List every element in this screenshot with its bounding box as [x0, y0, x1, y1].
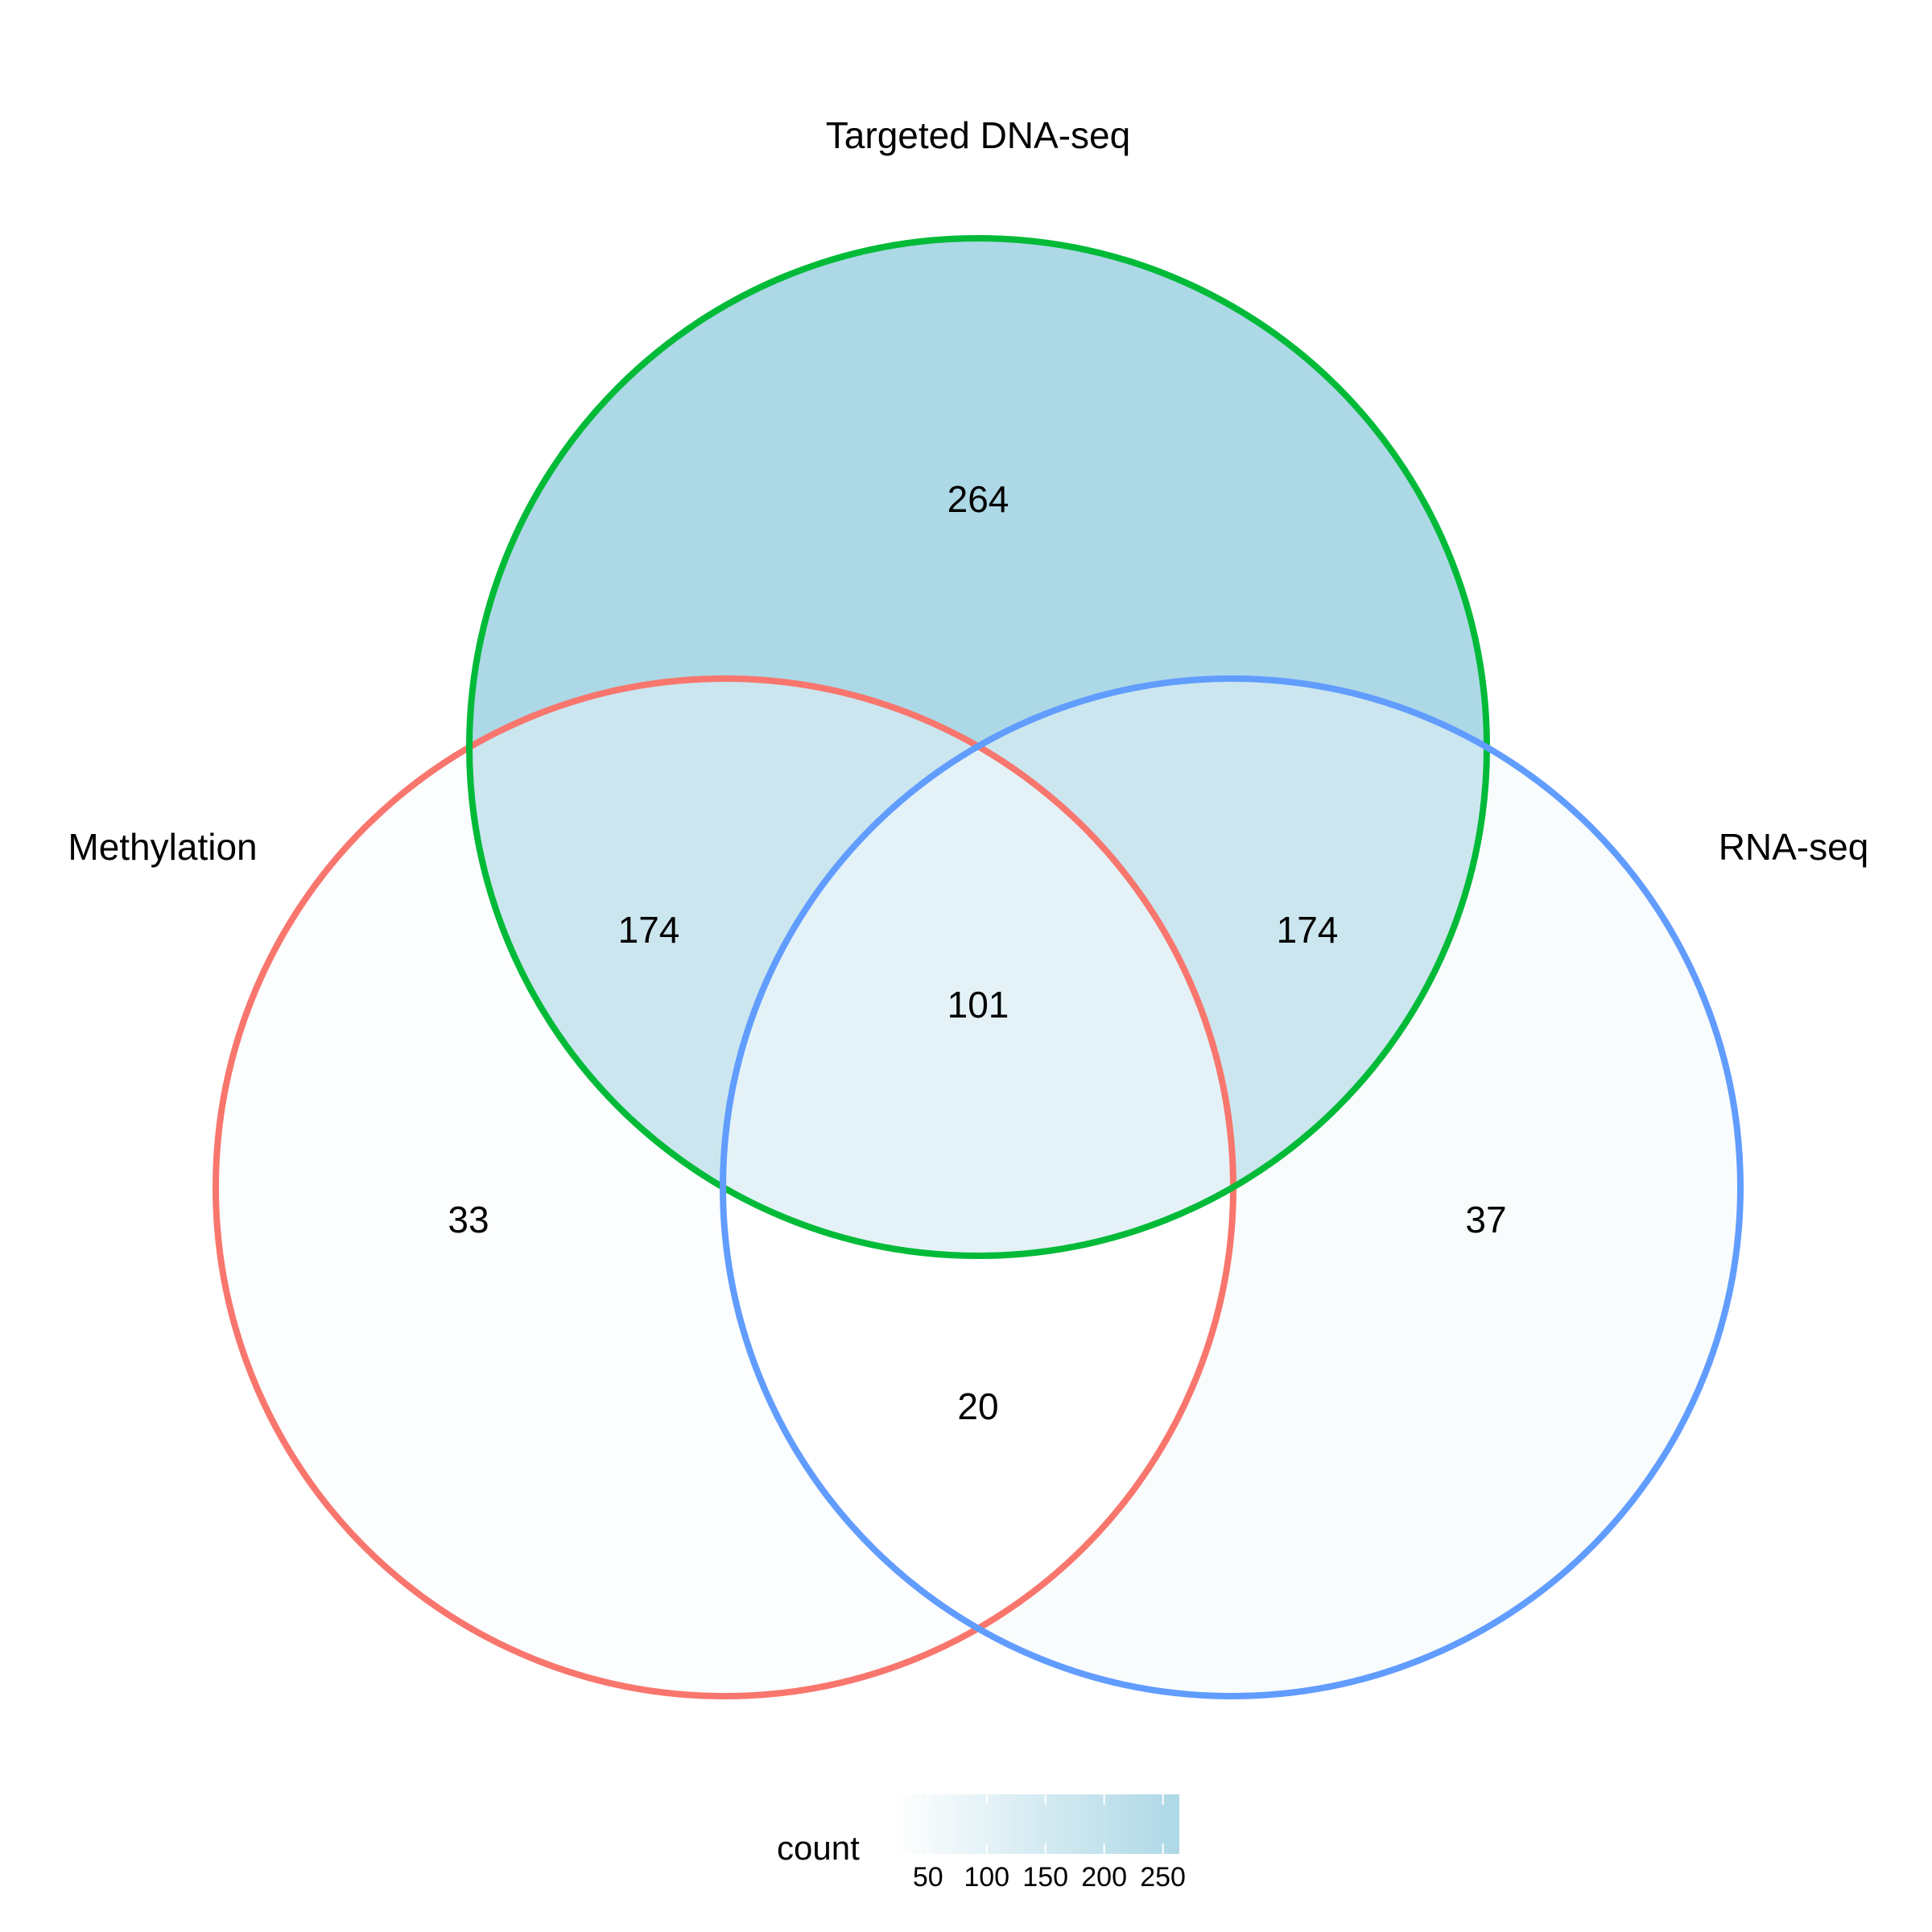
set-label-rna-seq: RNA-seq — [1719, 826, 1869, 868]
count-all-three: 101 — [947, 984, 1009, 1026]
legend-ticks: 50 100 150 200 250 — [913, 1794, 1186, 1893]
legend-tick-label-150: 150 — [1022, 1862, 1068, 1893]
legend: count 50 100 150 200 250 — [777, 1794, 1186, 1893]
region-fills — [216, 238, 1740, 1696]
legend-colorbar — [893, 1794, 1179, 1854]
legend-title: count — [777, 1829, 860, 1867]
legend-tick-label-50: 50 — [913, 1862, 943, 1893]
count-methylation-dna: 174 — [618, 909, 680, 951]
count-dna-only: 264 — [947, 478, 1009, 520]
set-label-targeted-dna-seq: Targeted DNA-seq — [826, 114, 1130, 156]
legend-tick-label-100: 100 — [964, 1862, 1009, 1893]
legend-tick-label-250: 250 — [1140, 1862, 1186, 1893]
set-circle-rna-seq — [720, 675, 1744, 1699]
legend-tick-label-200: 200 — [1081, 1862, 1127, 1893]
set-label-methylation: Methylation — [68, 826, 257, 868]
count-methylation-rna: 20 — [957, 1385, 998, 1427]
count-rna-only: 37 — [1465, 1199, 1506, 1241]
count-methylation-only: 33 — [448, 1199, 489, 1241]
count-dna-rna: 174 — [1277, 909, 1339, 951]
